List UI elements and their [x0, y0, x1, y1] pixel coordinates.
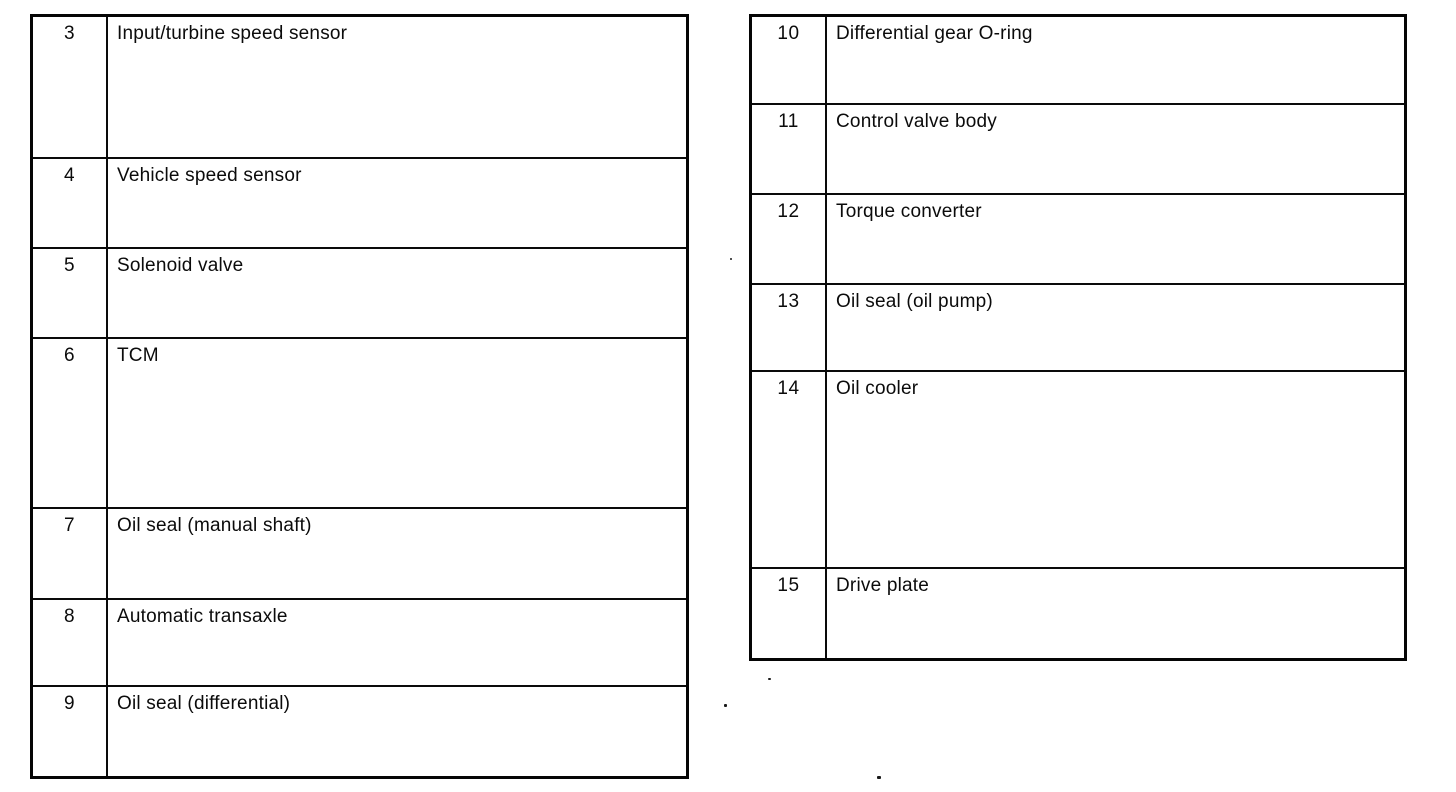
table-row: 10 Differential gear O-ring: [752, 17, 1404, 105]
part-number-cell: 15: [752, 569, 827, 658]
table-row: 11 Control valve body: [752, 105, 1404, 195]
part-number-cell: 10: [752, 17, 827, 103]
part-name-cell: Oil cooler: [836, 378, 919, 399]
table-row: 6 TCM: [33, 339, 686, 509]
part-number-cell: 7: [33, 509, 108, 598]
table-row: 15 Drive plate: [752, 569, 1404, 658]
part-number-cell: 5: [33, 249, 108, 337]
part-number-cell: 9: [33, 687, 108, 776]
table-row: 14 Oil cooler: [752, 372, 1404, 569]
part-name-cell: Oil seal (oil pump): [836, 291, 993, 312]
part-name-cell: Oil seal (differential): [117, 693, 291, 714]
scan-speck: [730, 258, 732, 260]
part-name-cell: Solenoid valve: [117, 255, 244, 276]
part-number-cell: 11: [752, 105, 827, 193]
part-name-cell: Input/turbine speed sensor: [117, 23, 348, 44]
table-row: 9 Oil seal (differential): [33, 687, 686, 776]
part-number-cell: 4: [33, 159, 108, 247]
part-number-cell: 14: [752, 372, 827, 567]
part-number-cell: 6: [33, 339, 108, 507]
table-row: 4 Vehicle speed sensor: [33, 159, 686, 249]
table-row: 7 Oil seal (manual shaft): [33, 509, 686, 600]
part-name-cell: Torque converter: [836, 201, 982, 222]
part-number-cell: 13: [752, 285, 827, 370]
part-number-cell: 8: [33, 600, 108, 685]
scan-speck: [768, 678, 771, 680]
part-name-cell: Differential gear O-ring: [836, 23, 1033, 44]
part-name-cell: Oil seal (manual shaft): [117, 515, 312, 536]
table-row: 3 Input/turbine speed sensor: [33, 17, 686, 159]
table-row: 12 Torque converter: [752, 195, 1404, 285]
part-name-cell: Vehicle speed sensor: [117, 165, 302, 186]
part-name-cell: TCM: [117, 345, 159, 366]
scan-speck: [724, 704, 727, 707]
table-row: 13 Oil seal (oil pump): [752, 285, 1404, 372]
part-name-cell: Drive plate: [836, 575, 930, 596]
parts-table-left: 3 Input/turbine speed sensor 4 Vehicle s…: [30, 14, 689, 779]
table-row: 8 Automatic transaxle: [33, 600, 686, 687]
table-row: 5 Solenoid valve: [33, 249, 686, 339]
part-name-cell: Automatic transaxle: [117, 606, 288, 627]
part-number-cell: 12: [752, 195, 827, 283]
parts-table-right: 10 Differential gear O-ring 11 Control v…: [749, 14, 1407, 661]
part-name-cell: Control valve body: [836, 111, 997, 132]
scan-speck: [877, 776, 881, 779]
part-number-cell: 3: [33, 17, 108, 157]
